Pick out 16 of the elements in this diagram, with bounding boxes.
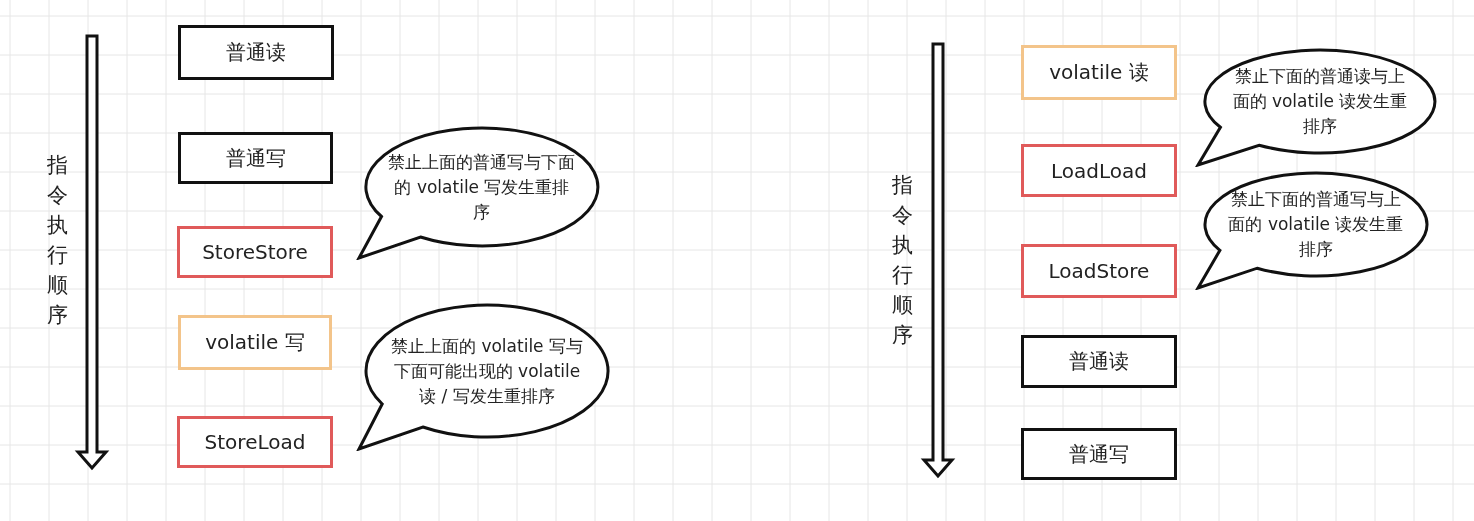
callout-text: 禁止上面的 volatile 写与下面可能出现的 volatile 读 / 写发生重排序 xyxy=(390,334,584,408)
instruction-box: 普通读 xyxy=(178,25,334,80)
callout-text: 禁止下面的普通写与上面的 volatile 读发生重排序 xyxy=(1227,188,1405,261)
callout-text: 禁止下面的普通读与上面的 volatile 读发生重排序 xyxy=(1231,65,1409,138)
instruction-box: volatile 读 xyxy=(1021,45,1177,100)
instruction-box: 普通读 xyxy=(1021,335,1177,388)
instruction-box: LoadLoad xyxy=(1021,144,1177,197)
vertical-label: 指令执行顺序 xyxy=(890,172,914,349)
instruction-box: StoreStore xyxy=(177,226,333,278)
instruction-box: 普通写 xyxy=(1021,428,1177,480)
instruction-box: volatile 写 xyxy=(178,315,332,370)
instruction-box: LoadStore xyxy=(1021,244,1177,298)
instruction-box: StoreLoad xyxy=(177,416,333,468)
callout-text: 禁止上面的普通写与下面的 volatile 写发生重排序 xyxy=(388,150,576,224)
vertical-label: 指令执行顺序 xyxy=(45,152,69,329)
instruction-box: 普通写 xyxy=(178,132,333,184)
